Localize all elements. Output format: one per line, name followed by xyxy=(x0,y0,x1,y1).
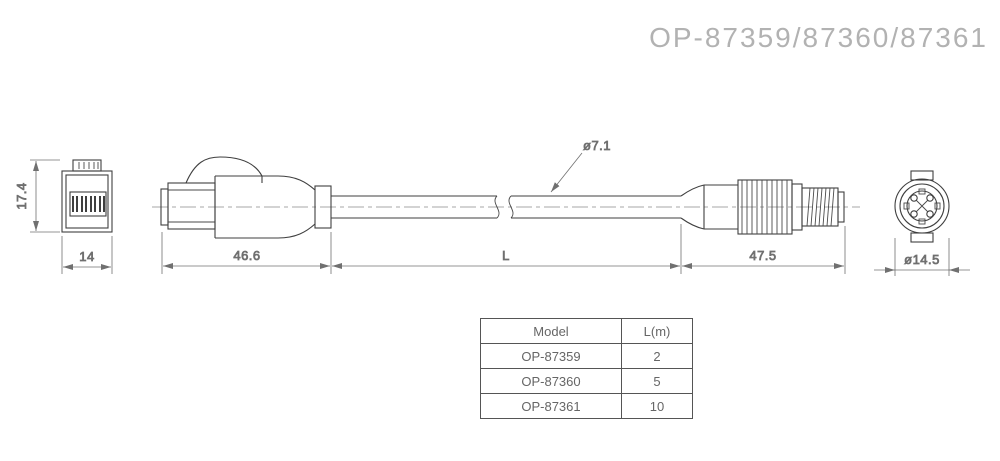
callout-cable-diameter: ø7.1 xyxy=(550,138,611,193)
dim-label-connector-height: 17.4 xyxy=(14,182,29,209)
rj45-side-view xyxy=(160,156,332,239)
m12-end-view xyxy=(894,170,950,243)
table-row: OP-87360 5 xyxy=(480,368,693,394)
rj45-end-view xyxy=(61,159,113,233)
dim-label-cable-length: L xyxy=(502,248,510,263)
m12-side-view xyxy=(680,179,845,235)
dim-cable-length: L xyxy=(332,224,682,274)
drawing-title: OP-87359/87360/87361 xyxy=(649,22,988,53)
table-header-model: Model xyxy=(480,318,622,344)
length-table: Model L(m) OP-87359 2 OP-87360 5 OP-8736… xyxy=(480,318,693,419)
table-cell-length: 10 xyxy=(621,393,693,419)
dim-m12-diameter: ø14.5 xyxy=(874,238,970,276)
table-cell-length: 2 xyxy=(621,343,693,369)
table-row: OP-87361 10 xyxy=(480,393,693,419)
dim-label-m12-diameter: ø14.5 xyxy=(904,252,940,267)
dim-rj45-length: 46.6 xyxy=(161,232,332,274)
dim-label-cable-diameter: ø7.1 xyxy=(583,138,611,153)
table-cell-length: 5 xyxy=(621,368,693,394)
table-cell-model: OP-87360 xyxy=(480,368,622,394)
table-header-length: L(m) xyxy=(621,318,693,344)
table-cell-model: OP-87361 xyxy=(480,393,622,419)
table-cell-model: OP-87359 xyxy=(480,343,622,369)
dim-m12-length: 47.5 xyxy=(682,226,846,274)
dim-connector-width: 14 xyxy=(61,236,113,274)
table-header-row: Model L(m) xyxy=(480,318,693,344)
dim-label-connector-width: 14 xyxy=(79,249,94,264)
dim-label-rj45-length: 46.6 xyxy=(233,248,260,263)
dim-connector-height: 17.4 xyxy=(14,159,60,233)
cable xyxy=(331,195,681,219)
dim-label-m12-length: 47.5 xyxy=(749,248,776,263)
table-row: OP-87359 2 xyxy=(480,343,693,369)
